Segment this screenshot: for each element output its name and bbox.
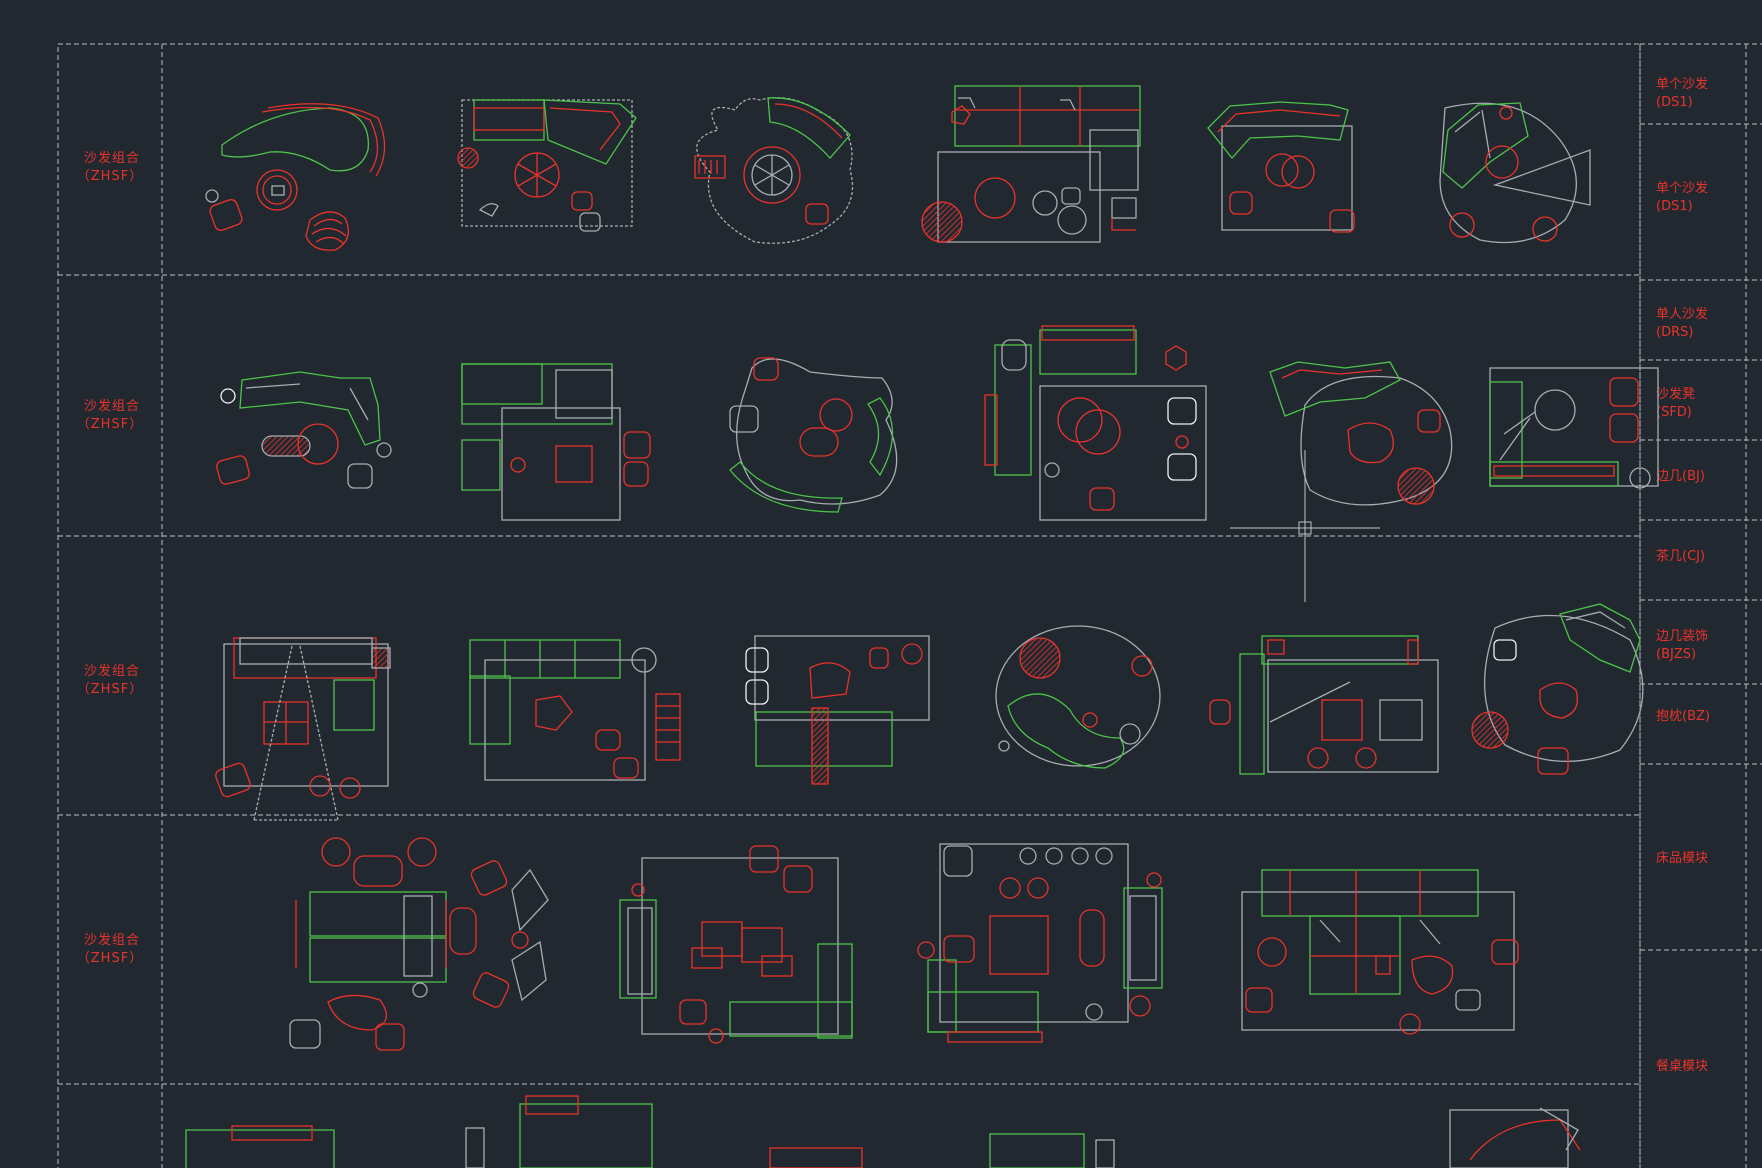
row-label-2-line1: 沙发组合 [84, 398, 140, 414]
side-label-4-line1: 沙发凳 [1656, 386, 1695, 402]
side-label-7-line2: (BJZS) [1656, 647, 1696, 662]
side-label-5-line1: 边几(BJ) [1656, 469, 1705, 484]
sofa-block-r2c2[interactable] [461, 363, 651, 521]
row-label-4: 沙发组合 （ZHSF） [77, 932, 143, 966]
side-label-10-line1: 餐桌模块 [1656, 1058, 1708, 1074]
row-label-2-line2: （ZHSF） [77, 417, 143, 432]
sofa-block-r2c4[interactable] [984, 325, 1207, 521]
side-label-6-line1: 茶几(CJ) [1656, 548, 1705, 564]
drawing-frame [57, 43, 1762, 1168]
sofa-block-r3c6[interactable] [1471, 603, 1644, 775]
sofa-block-r2c1[interactable] [215, 371, 392, 489]
row-label-1-line1: 沙发组合 [84, 150, 140, 166]
sofa-block-r3c1[interactable] [214, 637, 391, 821]
side-label-3-line2: (DRS) [1656, 325, 1693, 340]
row-label-2: 沙发组合 （ZHSF） [77, 398, 143, 432]
row-label-1-line2: （ZHSF） [77, 169, 143, 184]
side-label-7-line1: 边几装饰 [1656, 629, 1708, 644]
sofa-block-r1c2[interactable] [457, 99, 637, 232]
sofa-block-r5-partial[interactable] [185, 1095, 1581, 1168]
side-label-4-line2: (SFD) [1656, 405, 1692, 420]
row-label-4-line2: （ZHSF） [77, 951, 143, 966]
row-label-1: 沙发组合 （ZHSF） [77, 150, 143, 184]
side-label-2-line1: 单个沙发 [1656, 180, 1708, 196]
side-label-8-line1: 抱枕(BZ) [1656, 708, 1710, 724]
sofa-block-r1c1[interactable] [205, 103, 386, 251]
sofa-block-r4c4[interactable] [1241, 869, 1519, 1035]
sofa-block-r1c5[interactable] [1207, 101, 1355, 233]
sofa-block-r2c5[interactable] [1269, 361, 1453, 506]
sofa-block-r4c1[interactable] [289, 837, 549, 1051]
sofa-block-r2c3[interactable] [729, 357, 898, 513]
sofa-block-r2c6[interactable] [1489, 367, 1659, 489]
sofa-block-r4c3[interactable] [917, 843, 1163, 1043]
sofa-block-r3c5[interactable] [1209, 635, 1439, 775]
sofa-block-r3c3[interactable] [745, 635, 930, 785]
sofa-block-r3c4[interactable] [995, 625, 1161, 769]
side-labels: 单个沙发 (DS1) 单个沙发 (DS1) 单人沙发 (DRS) 沙发凳 (SF… [1656, 76, 1710, 1074]
row-label-3: 沙发组合 （ZHSF） [77, 663, 143, 697]
sofa-block-r4c2[interactable] [619, 845, 853, 1044]
side-label-9-line1: 床品模块 [1656, 851, 1708, 866]
sofa-block-r1c6[interactable] [1439, 102, 1591, 244]
row-label-4-line1: 沙发组合 [84, 932, 140, 948]
sofa-block-r3c2[interactable] [469, 639, 681, 781]
row-label-3-line1: 沙发组合 [84, 663, 140, 679]
sofa-block-r1c4[interactable] [921, 85, 1141, 243]
side-label-1-line1: 单个沙发 [1656, 76, 1708, 92]
sofa-block-r1c3[interactable] [694, 97, 854, 244]
side-label-3-line1: 单人沙发 [1656, 306, 1708, 322]
crosshair-cursor-icon [1230, 450, 1380, 602]
side-label-1-line2: (DS1) [1656, 95, 1693, 110]
row-label-3-line2: （ZHSF） [77, 682, 143, 697]
side-label-2-line2: (DS1) [1656, 199, 1693, 214]
